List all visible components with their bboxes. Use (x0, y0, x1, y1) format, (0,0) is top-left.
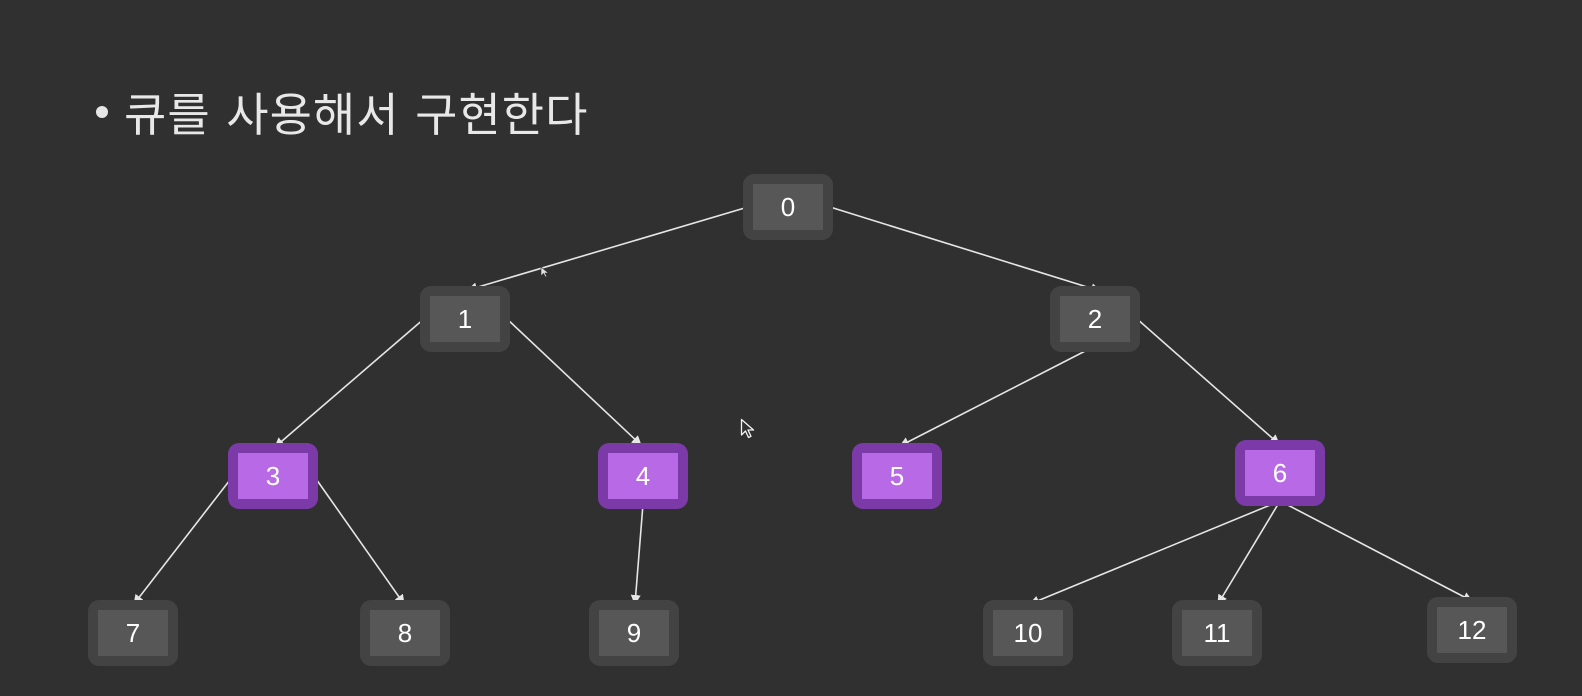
tree-node-9: 9 (589, 600, 679, 666)
mouse-cursor-icon (740, 418, 755, 439)
edge-3-7 (133, 475, 234, 605)
node-label: 12 (1437, 607, 1507, 653)
edge-2-6 (1135, 317, 1280, 445)
edge-6-10 (1029, 500, 1281, 606)
tree-node-5: 5 (852, 443, 942, 509)
tree-node-0: 0 (743, 174, 833, 240)
node-label: 2 (1060, 296, 1130, 342)
small-cursor-icon (540, 266, 550, 278)
node-label: 10 (993, 610, 1063, 656)
tree-node-1: 1 (420, 286, 510, 352)
node-label: 9 (599, 610, 669, 656)
edge-1-3 (274, 317, 426, 448)
node-label: 7 (98, 610, 168, 656)
node-label: 1 (430, 296, 500, 342)
tree-node-11: 11 (1172, 600, 1262, 666)
edge-0-2 (829, 206, 1101, 294)
node-label: 5 (862, 453, 932, 499)
node-label: 8 (370, 610, 440, 656)
tree-node-8: 8 (360, 600, 450, 666)
node-label: 0 (753, 184, 823, 230)
node-label: 6 (1245, 450, 1315, 496)
tree-node-6: 6 (1235, 440, 1325, 506)
edge-4-9 (630, 503, 644, 605)
tree-node-2: 2 (1050, 286, 1140, 352)
edge-1-4 (505, 317, 642, 446)
node-label: 4 (608, 453, 678, 499)
tree-node-3: 3 (228, 443, 318, 509)
edge-2-5 (899, 345, 1096, 447)
edge-3-8 (313, 475, 405, 605)
edge-0-1 (467, 206, 749, 293)
node-label: 11 (1182, 610, 1252, 656)
tree-node-12: 12 (1427, 597, 1517, 663)
bullet-dot-icon (96, 106, 108, 118)
tree-node-10: 10 (983, 600, 1073, 666)
node-label: 3 (238, 453, 308, 499)
tree-node-4: 4 (598, 443, 688, 509)
tree-node-7: 7 (88, 600, 178, 666)
edge-6-11 (1217, 500, 1281, 605)
edge-6-12 (1279, 500, 1473, 602)
bullet-text: 큐를 사용해서 구현한다 (124, 88, 589, 142)
bullet-item: 큐를 사용해서 구현한다 (96, 82, 588, 142)
